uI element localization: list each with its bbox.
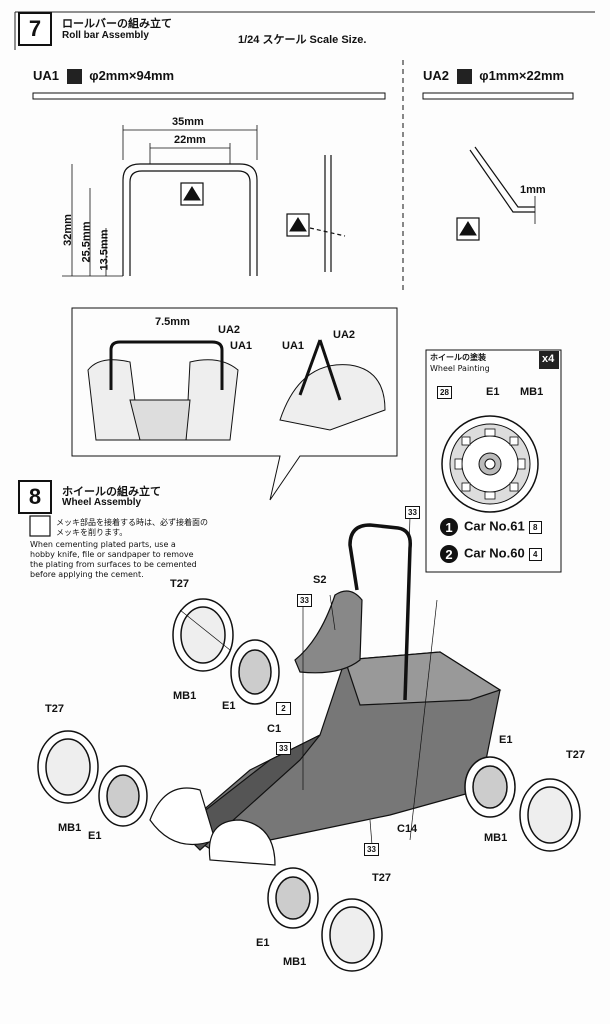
seat-diagram: [87, 339, 386, 441]
car-60-color-code: 4: [528, 547, 542, 561]
rollbar-diagram: [122, 155, 346, 276]
leader-lines: [179, 515, 438, 846]
wheel-illustration: [441, 415, 539, 513]
plating-warning-icon: [29, 515, 51, 537]
car-61-color-code: 8: [528, 520, 542, 534]
dim-height-32: 32mm: [61, 214, 74, 246]
plated-part-icon: [66, 69, 82, 85]
scale-note: 1/24 スケール Scale Size.: [238, 34, 367, 46]
chassis-diagram: [149, 523, 502, 866]
callout-ua2-right: UA2: [333, 329, 356, 341]
ua1-spec: UA1 φ2mm×94mm: [33, 68, 175, 85]
car-60-label: Car No.60: [464, 545, 525, 561]
wheel-painting-title-jp: ホイールの塗装: [430, 353, 486, 362]
wheel-painting-box: [425, 349, 562, 573]
wheels: [37, 598, 581, 972]
callout-ua1-left: UA1: [230, 340, 253, 352]
part-s2: S2: [313, 574, 327, 586]
part-mb1-b: MB1: [58, 822, 82, 834]
ua1-size: φ2mm×94mm: [89, 68, 175, 83]
step-8-title-en: Wheel Assembly: [62, 497, 142, 508]
color-tag-33-c: 33: [276, 742, 291, 755]
car-60-number-icon: 2: [440, 545, 458, 563]
part-c1: C1: [267, 723, 282, 735]
color-tag-33-a: 33: [405, 506, 420, 519]
dim-height-25: 25.5mm: [80, 221, 93, 263]
callout-ua1-right: UA1: [282, 340, 305, 352]
part-e1-a: E1: [222, 700, 236, 712]
marker-diamonds: [180, 182, 480, 241]
step-8-number: 8: [18, 480, 52, 514]
part-mb1-a: MB1: [173, 690, 197, 702]
dimension-lines: [62, 125, 258, 277]
part-e1-b: E1: [88, 830, 102, 842]
ua2-size: φ1mm×22mm: [479, 68, 565, 83]
wheel-painting-title-en: Wheel Painting: [430, 364, 490, 373]
part-c14: C14: [397, 823, 418, 835]
plated-part-icon: [456, 69, 472, 85]
dim-offset: 7.5mm: [155, 316, 190, 328]
part-t27-b: T27: [45, 703, 64, 715]
step-7-title-jp: ロールバーの組み立て: [62, 17, 172, 30]
qty-badge: x4: [542, 353, 555, 365]
step-7-title-en: Roll bar Assembly: [62, 30, 149, 41]
ua2-spec: UA2 φ1mm×22mm: [423, 68, 565, 85]
part-e1-d: E1: [256, 937, 270, 949]
ua1-rod: [32, 92, 386, 100]
car-61-number-icon: 1: [440, 518, 458, 536]
part-t27-d: T27: [372, 872, 391, 884]
ua1-code: UA1: [33, 68, 60, 83]
callout-ua2-left: UA2: [218, 324, 241, 336]
color-tag-2: 2: [276, 702, 291, 715]
dim-height-13: 13.5mm: [98, 229, 111, 271]
plating-note-jp: メッキ部品を接着する時は、必ず接着面の メッキを削ります。: [56, 518, 208, 537]
car-61-label: Car No.61: [464, 518, 525, 534]
step-8-title-jp: ホイールの組み立て: [62, 485, 161, 498]
dim-width-outer: 35mm: [172, 116, 204, 128]
part-mb1-c: MB1: [484, 832, 508, 844]
dim-bend: 1mm: [520, 184, 546, 196]
ua2-rod: [422, 92, 574, 100]
color-tag: 28: [437, 386, 452, 399]
qty-badge-bg: [539, 351, 559, 369]
part-e1-c: E1: [499, 734, 513, 746]
dim-width-inner: 22mm: [174, 134, 206, 146]
plating-note-en: When cementing plated parts, use a hobby…: [30, 540, 197, 579]
color-tag-33-d: 33: [364, 843, 379, 856]
wheel-label-mb1: MB1: [520, 386, 544, 398]
step-7-number: 7: [18, 12, 52, 46]
part-t27-c: T27: [566, 749, 585, 761]
wheel-label-e1: E1: [486, 386, 500, 398]
ua2-bent-rod: [469, 146, 536, 224]
color-tag-33-b: 33: [297, 594, 312, 607]
ua2-code: UA2: [423, 68, 450, 83]
fitment-callout-box: [71, 307, 398, 501]
part-mb1-d: MB1: [283, 956, 307, 968]
part-t27-a: T27: [170, 578, 189, 590]
